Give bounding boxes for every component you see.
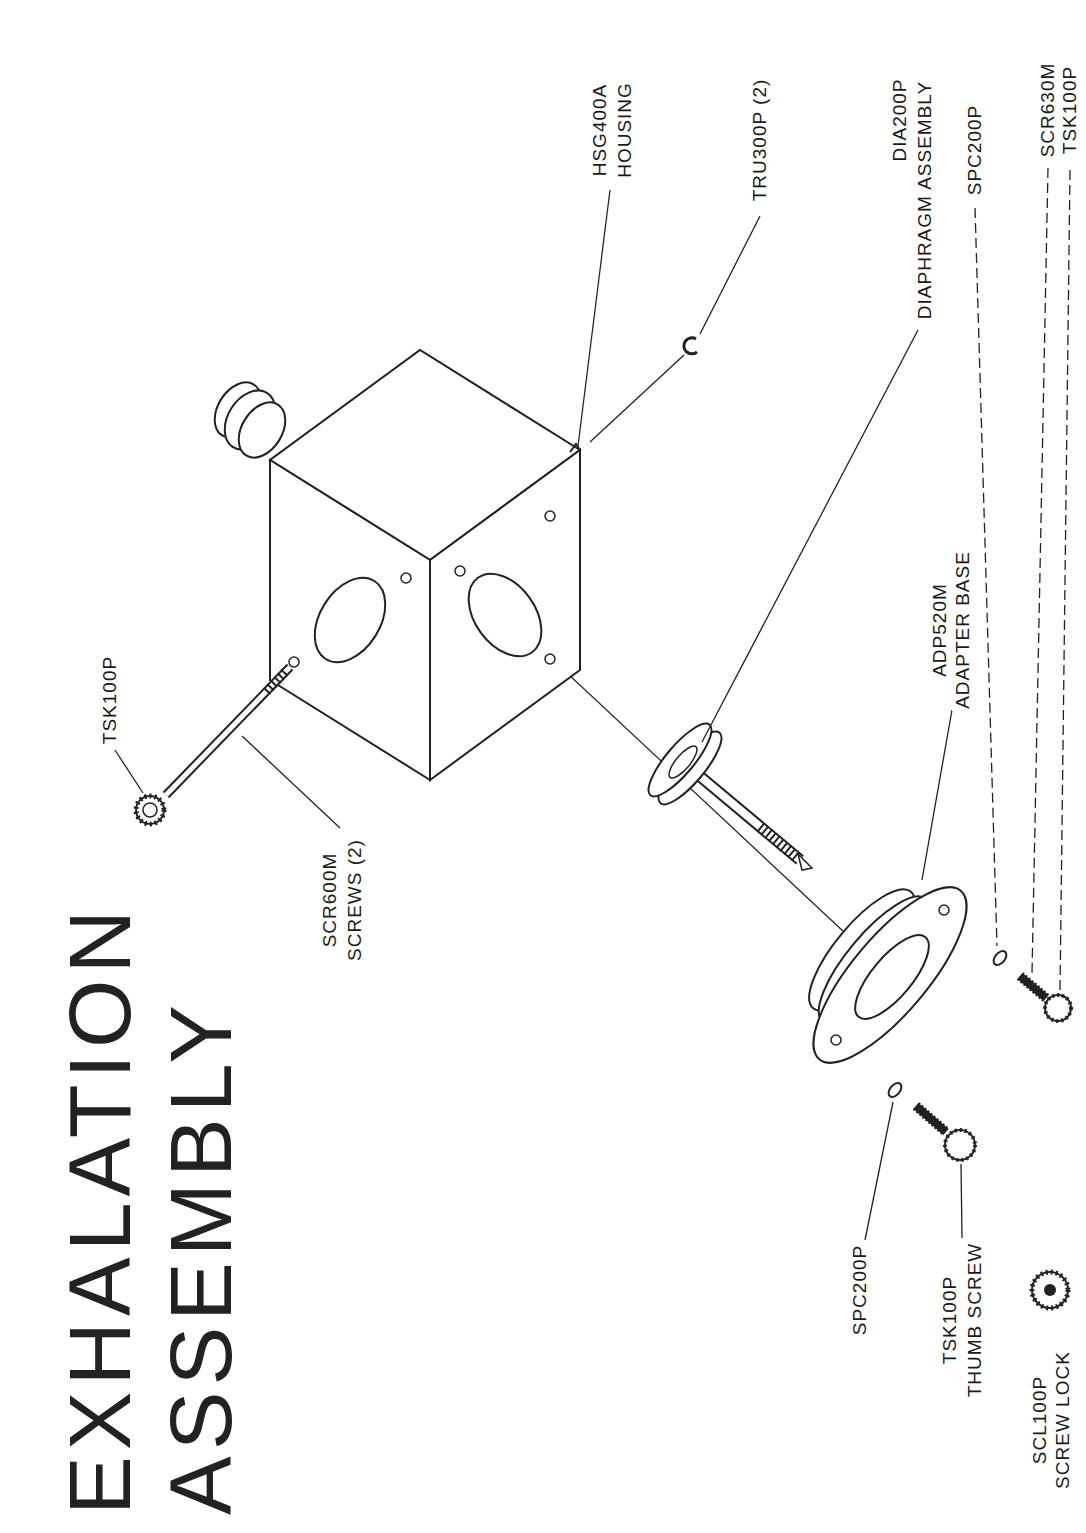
- long-screw: [166, 667, 290, 795]
- screw-lock-bore: [1044, 1284, 1056, 1296]
- thumb-knob: [945, 1130, 975, 1160]
- small-screw: [1020, 976, 1046, 998]
- leader-line: [590, 355, 684, 442]
- part-label: SCREWS (2): [344, 837, 366, 963]
- leader-line: [578, 190, 610, 446]
- housing-left-face: [270, 460, 430, 780]
- knob-face: [143, 803, 157, 817]
- part-label: SCREW LOCK: [1052, 1349, 1074, 1491]
- thumb-screw-shank: [916, 1106, 946, 1132]
- part-label: TSK100P: [939, 1274, 961, 1366]
- adapter-flange: [790, 866, 990, 1083]
- leader-line: [1032, 168, 1048, 974]
- screw-thread: [1020, 976, 1046, 998]
- knurl: [136, 796, 164, 824]
- leader-line: [115, 750, 143, 793]
- part-label: TSK100P: [99, 654, 121, 746]
- screw-thread: [265, 672, 285, 693]
- spacer: [991, 949, 1009, 968]
- screw-hole: [939, 905, 949, 915]
- part-label: SPC200P: [964, 103, 986, 197]
- leader-line: [865, 1102, 893, 1240]
- housing-port: [300, 565, 400, 675]
- leader-line: [242, 736, 340, 828]
- part-label: SCR600M: [319, 851, 341, 950]
- part-label: THUMB SCREW: [964, 1241, 986, 1400]
- part-label: TRU300P (2): [749, 77, 771, 204]
- part-label: SCL100P: [1029, 1374, 1051, 1466]
- leader-line: [700, 216, 760, 334]
- screw-hole: [289, 657, 299, 667]
- diaphragm-shaft: [690, 768, 800, 860]
- leader-line: [1060, 170, 1070, 992]
- part-label: HSG400A: [589, 82, 611, 179]
- screw-hole: [545, 654, 555, 664]
- housing-port: [454, 560, 557, 670]
- thumb-knob: [136, 796, 164, 824]
- thumb-knob: [1045, 995, 1071, 1021]
- part-label: DIAPHRAGM ASSEMBLY: [914, 79, 936, 321]
- shaft-tip: [798, 854, 812, 870]
- part-label: DIA200P: [889, 76, 911, 163]
- leader-line: [702, 330, 918, 742]
- screw-thread: [916, 1106, 946, 1132]
- retaining-ring: [684, 338, 697, 354]
- screw-hole: [455, 566, 465, 576]
- leader-lines: [115, 168, 1070, 1240]
- screw-hole: [545, 511, 555, 521]
- screw-lock: [1032, 1272, 1068, 1308]
- long-screw: [166, 667, 290, 795]
- leader-line: [961, 1164, 962, 1238]
- part-label: ADP520M: [929, 581, 951, 679]
- diaphragm-hub: [665, 742, 701, 782]
- leader-line: [922, 710, 952, 880]
- part-label: ADAPTER BASE: [952, 549, 974, 711]
- housing-right-face: [430, 450, 580, 780]
- part-label: SCR630M: [1037, 61, 1059, 160]
- adapter-bore: [843, 924, 940, 1029]
- screw-hole: [401, 573, 411, 583]
- part-label: TSK100P: [1059, 64, 1081, 156]
- knurl: [1045, 995, 1071, 1021]
- diaphragm-shaft: [690, 768, 800, 860]
- part-label: HOUSING: [614, 80, 636, 180]
- drawing-title: EXHALATION ASSEMBLY: [49, 873, 251, 1517]
- knurl: [1032, 1272, 1068, 1308]
- shaft-thread: [760, 827, 796, 857]
- part-label: SPC200P: [849, 1243, 871, 1337]
- leader-line: [975, 208, 997, 946]
- screw-hole: [831, 1035, 841, 1045]
- knurl: [945, 1130, 975, 1160]
- spacer: [886, 1081, 904, 1100]
